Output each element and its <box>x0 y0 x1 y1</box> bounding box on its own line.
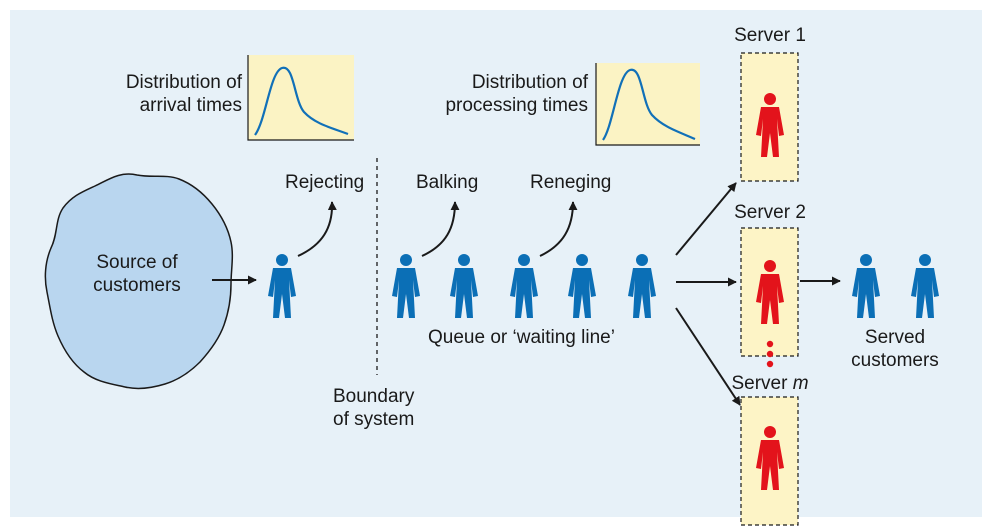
arrival-distribution-label: Distribution of arrival times <box>60 71 242 117</box>
balking-label: Balking <box>416 172 479 193</box>
served-customer-1-person-icon <box>852 254 880 318</box>
processing-distribution-curve-icon <box>602 68 696 141</box>
processing-distribution-chart <box>595 63 700 146</box>
processing-distribution-label-line-2: processing times <box>445 95 588 116</box>
arriving-customer-person-icon <box>268 254 296 318</box>
arrival-chart-background <box>248 55 354 140</box>
boundary-label-line-2: of system <box>333 409 415 430</box>
processing-chart-background <box>596 63 700 145</box>
server-1-label: Server 1 <box>734 25 806 46</box>
arrival-distribution-chart <box>247 55 354 141</box>
arrival-distribution-curve-icon <box>254 66 349 136</box>
processing-distribution-label: Distribution of processing times <box>400 71 588 117</box>
processing-distribution-label-line-1: Distribution of <box>471 72 588 93</box>
queue-customer-4-person-icon <box>568 254 596 318</box>
queue-customer-3-person-icon <box>510 254 538 318</box>
source-label: Source of customers <box>93 252 181 296</box>
balking-curved-arrow-icon <box>421 201 460 257</box>
ellipsis-dot-1 <box>766 340 774 348</box>
server-m-label: Server m <box>715 372 825 395</box>
to-server-1-arrow <box>675 182 737 256</box>
server-m-label-variable: m <box>792 373 809 394</box>
rejecting-curved-arrow-icon <box>297 201 337 257</box>
reneging-curved-arrow-icon <box>539 201 578 257</box>
ellipsis-dot-2 <box>766 350 774 358</box>
rejecting-label: Rejecting <box>285 172 365 193</box>
reneging-label: Reneging <box>530 172 612 193</box>
served-label-line-2: customers <box>851 350 939 371</box>
served-customers-label: Served customers <box>835 326 955 372</box>
served-label-line-1: Served <box>864 327 926 348</box>
server-m-label-prefix: Server <box>731 373 793 394</box>
queue-label: Queue or ‘waiting line’ <box>428 327 615 348</box>
source-cloud <box>44 173 234 390</box>
ellipsis-dot-3 <box>766 360 774 368</box>
to-server-m-arrow <box>675 307 741 406</box>
arrival-distribution-label-line-1: Distribution of <box>125 72 242 93</box>
queue-customer-2-person-icon <box>450 254 478 318</box>
server-2-label: Server 2 <box>734 202 806 223</box>
arrival-chart-axes <box>247 55 354 141</box>
processing-chart-axes <box>595 63 700 146</box>
boundary-label-line-1: Boundary <box>333 386 415 407</box>
served-customer-2-person-icon <box>911 254 939 318</box>
boundary-label: Boundary of system <box>333 385 414 431</box>
queue-customer-5-person-icon <box>628 254 656 318</box>
arrival-distribution-label-line-2: arrival times <box>139 95 242 116</box>
queue-customer-1-person-icon <box>392 254 420 318</box>
